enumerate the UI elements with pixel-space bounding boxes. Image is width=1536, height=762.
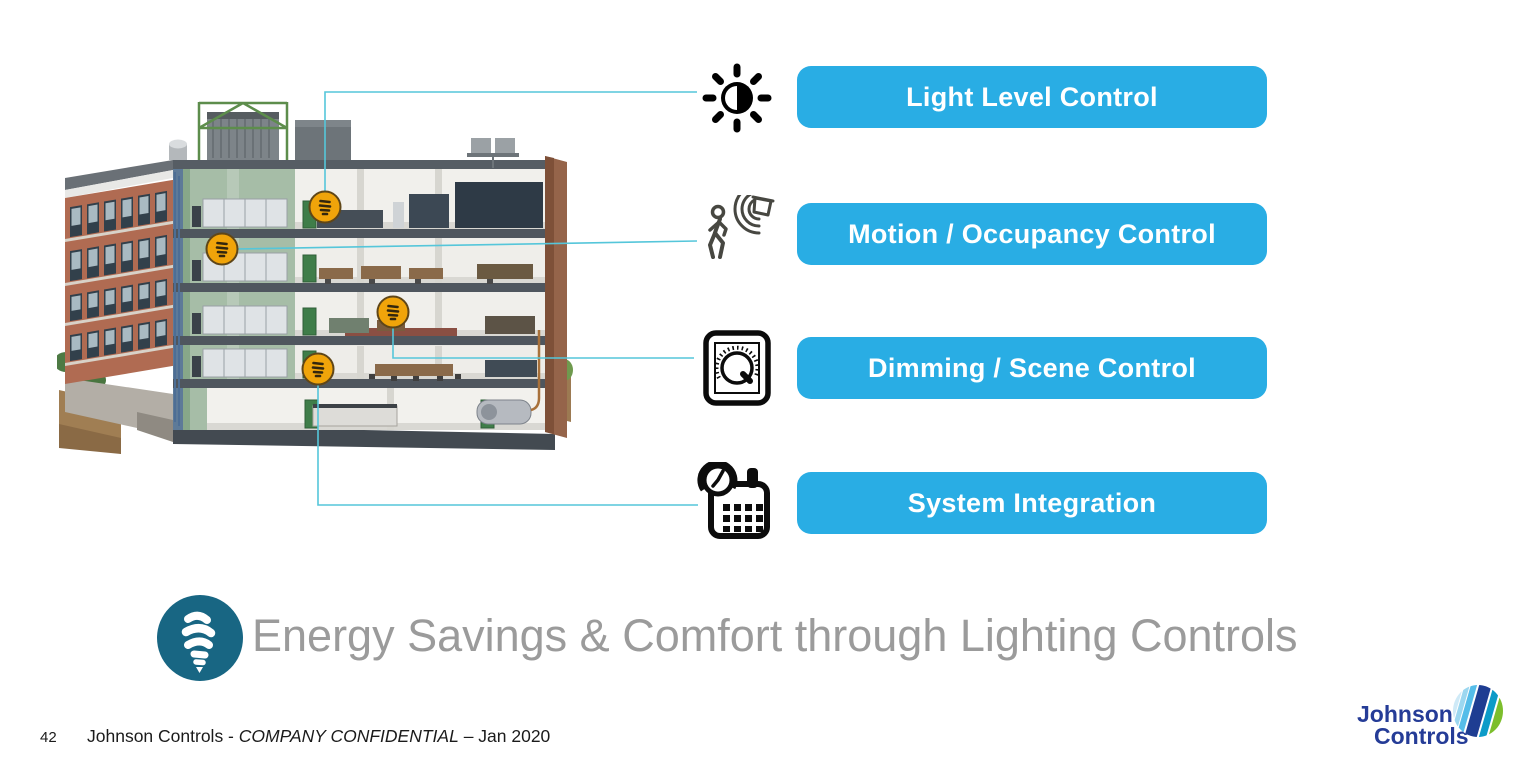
feature-label: Dimming / Scene Control bbox=[868, 352, 1196, 383]
dimmer-knob-icon bbox=[699, 330, 775, 411]
logo-text-line2: Controls bbox=[1374, 723, 1469, 749]
feature-label: System Integration bbox=[907, 487, 1157, 518]
footer-suffix: – Jan 2020 bbox=[458, 726, 551, 746]
logo-text-line1: Johnson bbox=[1357, 701, 1453, 727]
feature-bar-light-level: Light Level Control bbox=[797, 66, 1267, 128]
brightness-half-icon bbox=[699, 59, 775, 140]
headline: Energy Savings & Comfort through Lightin… bbox=[252, 610, 1298, 661]
feature-bar-system-integration: System Integration bbox=[797, 472, 1267, 534]
feature-label: Light Level Control bbox=[906, 81, 1158, 112]
page-number: 42 bbox=[40, 729, 57, 746]
footer-confidential: COMPANY CONFIDENTIAL bbox=[238, 726, 459, 746]
feature-label: Motion / Occupancy Control bbox=[848, 218, 1216, 249]
cfl-bulb-icon bbox=[157, 595, 243, 681]
footer-prefix: Johnson Controls - bbox=[87, 726, 239, 746]
johnson-controls-globe-icon bbox=[1452, 684, 1504, 743]
motion-sensor-icon bbox=[697, 183, 785, 280]
building-cutaway-illustration bbox=[54, 90, 573, 456]
clock-calendar-icon bbox=[695, 460, 775, 547]
building-cutaway-svg bbox=[54, 101, 573, 454]
feature-bar-dimming-scene: Dimming / Scene Control bbox=[797, 337, 1267, 399]
feature-bar-motion-occupancy: Motion / Occupancy Control bbox=[797, 203, 1267, 265]
footer-text: Johnson Controls - COMPANY CONFIDENTIAL … bbox=[87, 726, 550, 747]
